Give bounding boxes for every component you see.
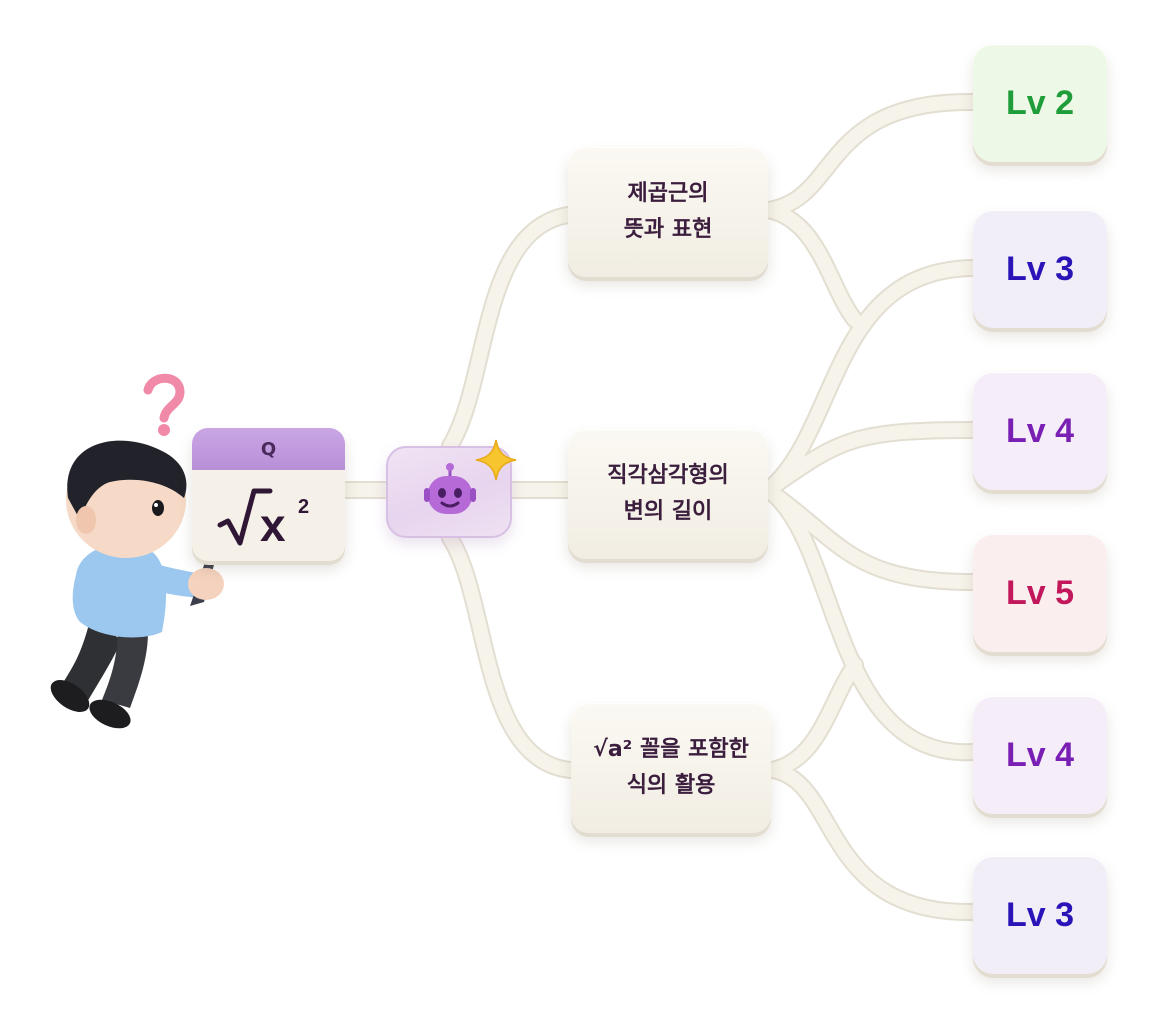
question-formula: x 2 — [192, 470, 345, 561]
level-card-6[interactable]: Lv 3 — [973, 856, 1107, 974]
topic-line-2: 식의 활용 — [626, 773, 716, 798]
question-mark-icon — [143, 373, 185, 436]
connector-main-group — [338, 94, 980, 920]
square-root-icon: x 2 — [217, 488, 309, 551]
question-card[interactable]: Q x 2 — [192, 428, 345, 561]
topic-card-square-root-meaning[interactable]: 제곱근의 뜻과 표현 — [568, 147, 768, 277]
topic-card-right-triangle-sides[interactable]: 직각삼각형의 변의 길이 — [568, 429, 768, 559]
question-header: Q — [192, 428, 345, 470]
topic-line-2: 변의 길이 — [623, 499, 713, 524]
formula-radicand: x — [260, 499, 286, 551]
student-illustration — [50, 373, 226, 729]
ai-node[interactable] — [386, 439, 517, 538]
topic-line-1: 직각삼각형의 — [607, 463, 729, 488]
level-card-5[interactable]: Lv 4 — [973, 696, 1107, 814]
level-card-3[interactable]: Lv 4 — [973, 372, 1107, 490]
level-card-2[interactable]: Lv 3 — [973, 210, 1107, 328]
robot-icon — [424, 463, 476, 514]
level-card-1[interactable]: Lv 2 — [973, 44, 1107, 162]
topic-line-1: √a² 꼴을 포함한 — [593, 737, 749, 762]
topic-line-2: 뜻과 표현 — [623, 217, 713, 242]
topic-card-sqrt-expression-usage[interactable]: √a² 꼴을 포함한 식의 활용 — [571, 703, 771, 833]
sparkle-icon — [475, 439, 517, 481]
formula-exponent: 2 — [298, 496, 309, 518]
level-card-4[interactable]: Lv 5 — [973, 534, 1107, 652]
topic-line-1: 제곱근의 — [627, 181, 709, 206]
